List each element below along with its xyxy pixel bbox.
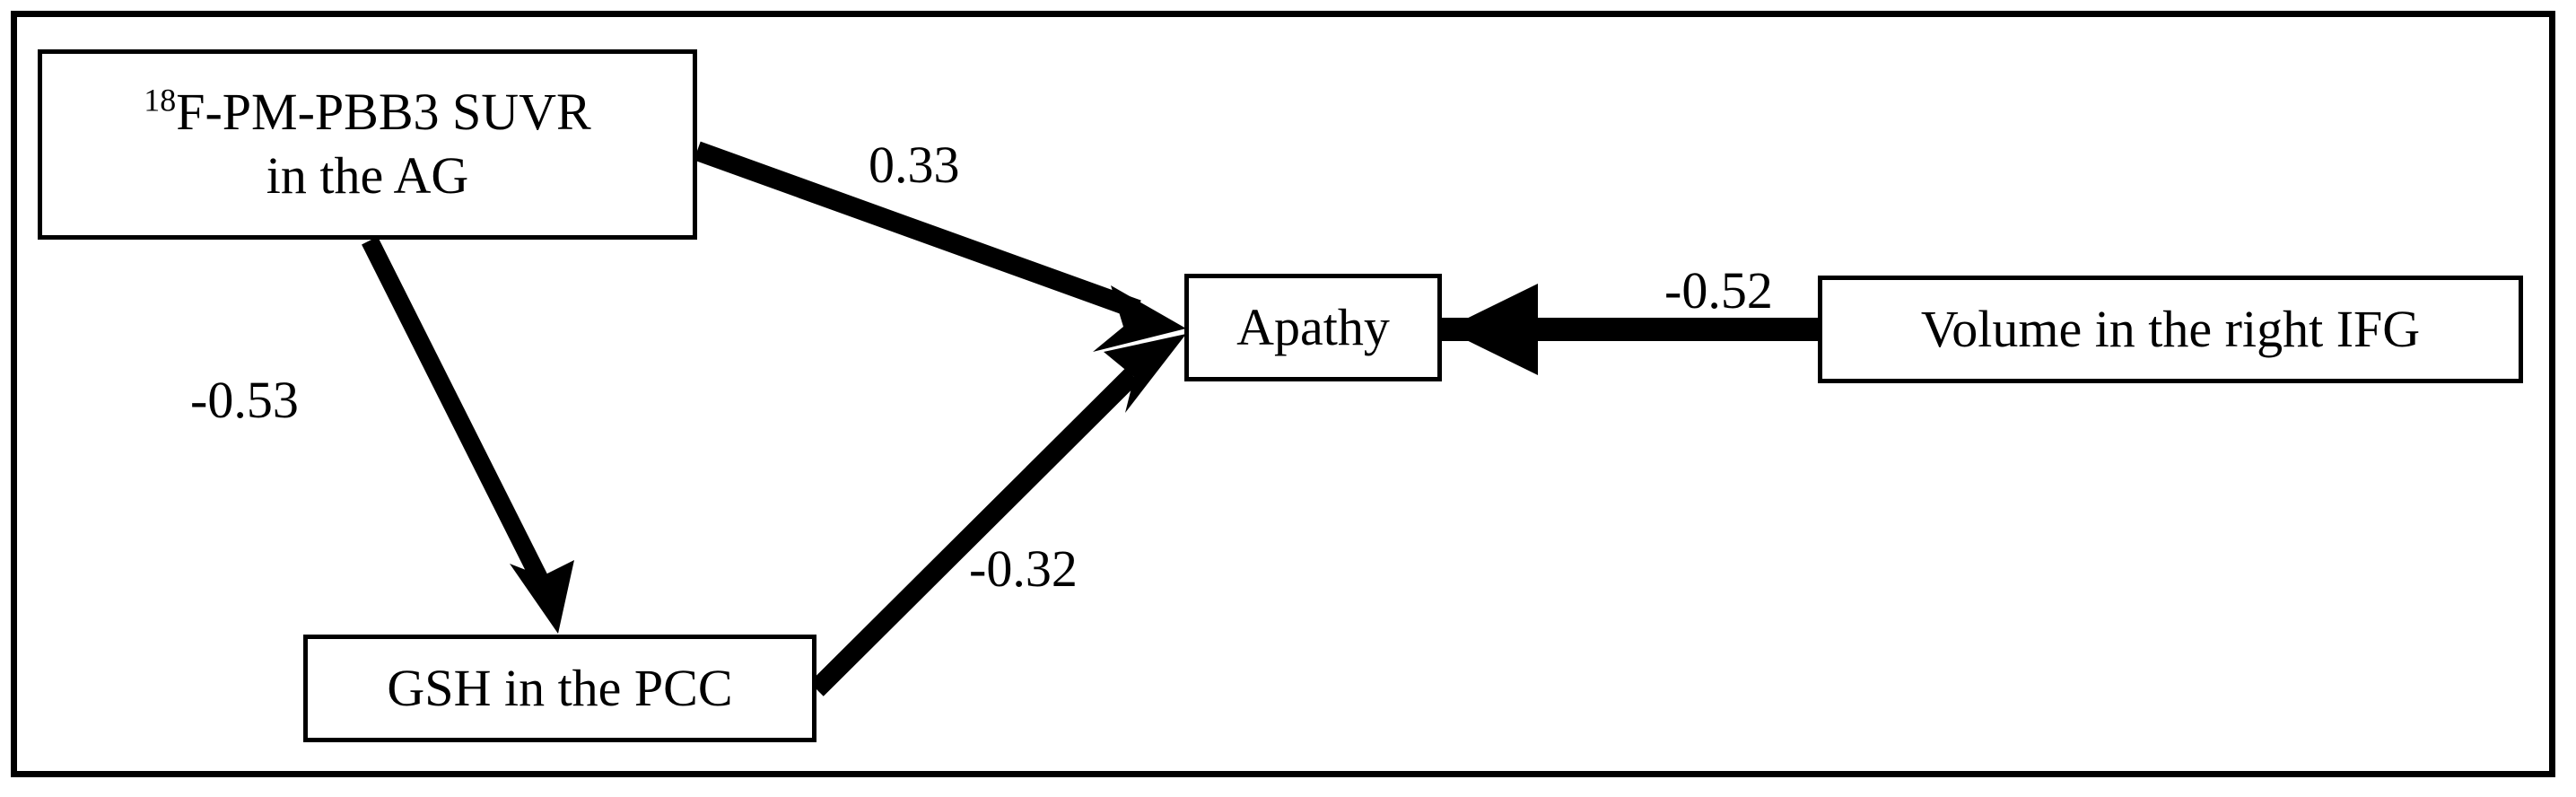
isotope-superscript: 18 bbox=[144, 82, 177, 118]
edge-label-volume-to-apathy: -0.52 bbox=[1664, 261, 1773, 320]
edge-label-gsh-to-apathy: -0.32 bbox=[969, 539, 1078, 598]
node-suvr-ag-label-line1: F-PM-PBB3 SUVR bbox=[176, 83, 591, 142]
node-suvr-ag-label-line2: in the AG bbox=[266, 146, 469, 205]
edge-label-suvr-to-apathy: 0.33 bbox=[869, 136, 960, 194]
node-gsh-pcc-label: GSH in the PCC bbox=[387, 658, 733, 717]
edge-label-suvr-to-gsh: -0.53 bbox=[190, 371, 299, 429]
node-gsh-pcc[interactable]: GSH in the PCC bbox=[303, 635, 816, 742]
node-apathy[interactable]: Apathy bbox=[1184, 274, 1442, 381]
node-volume-right-ifg[interactable]: Volume in the right IFG bbox=[1818, 276, 2523, 383]
node-volume-right-ifg-label: Volume in the right IFG bbox=[1920, 299, 2421, 358]
node-apathy-label: Apathy bbox=[1236, 297, 1390, 356]
